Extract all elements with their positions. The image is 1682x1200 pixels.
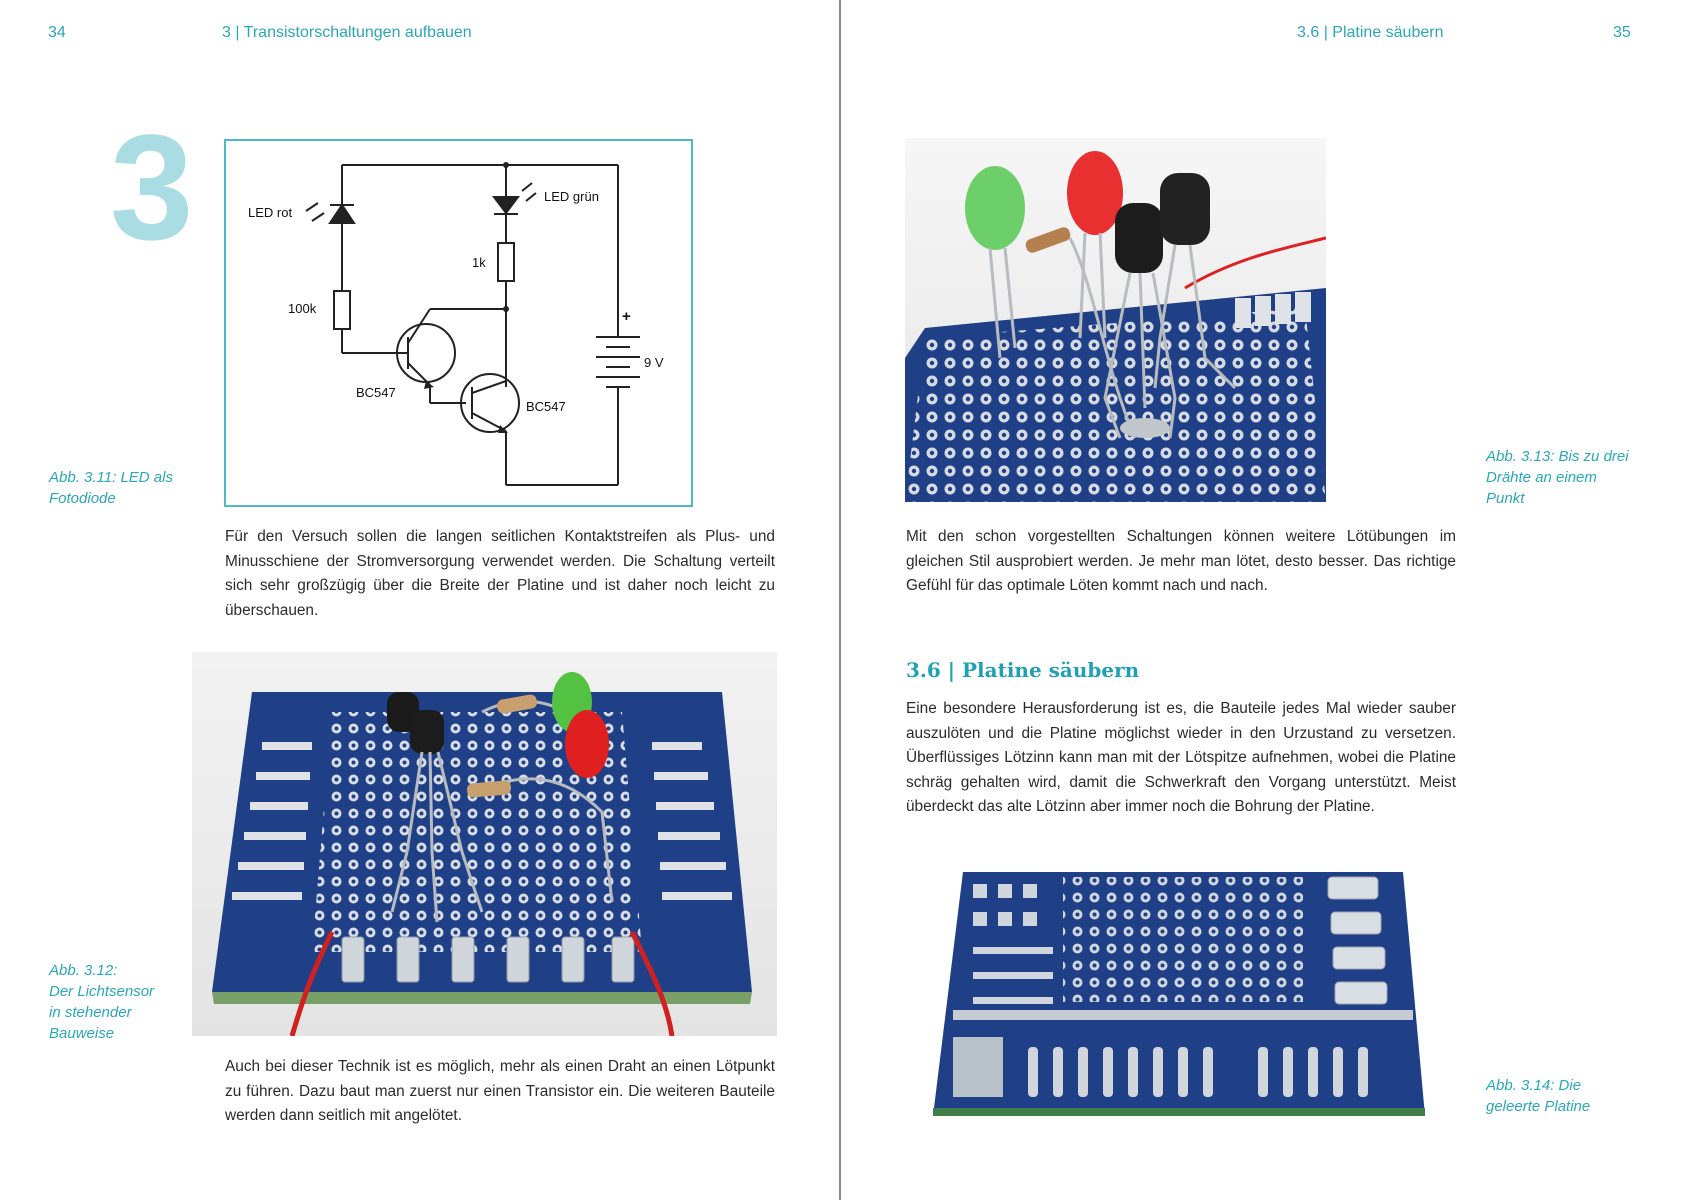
paragraph-right-2: Eine besondere Herausforderung ist es, d…	[906, 700, 1456, 815]
label-led-red: LED rot	[248, 205, 292, 220]
label-battery-plus: +	[622, 308, 631, 325]
paragraph-left-2: Auch bei dieser Technik ist es möglich, …	[225, 1058, 775, 1124]
chapter-number: 3	[110, 103, 194, 271]
pcb-photo-2	[905, 151, 1326, 502]
circuit-schematic: LED rot LED grün 1k 100k BC547 BC547 + 9…	[248, 162, 664, 486]
caption-fig-3-13: Abb. 3.13: Bis zu drei Drähte an einem P…	[1486, 448, 1629, 507]
paragraph-right-1: Mit den schon vorgestellten Schaltungen …	[906, 528, 1456, 594]
caption-fig-3-14: Abb. 3.14: Die geleerte Platine	[1486, 1077, 1591, 1115]
page-number-right: 35	[1613, 24, 1631, 41]
pcb-photo-3	[933, 872, 1425, 1116]
running-header-left: 3 | Transistorschaltungen aufbauen	[222, 24, 472, 41]
left-page: 34 3 | Transistorschaltungen aufbauen 3	[0, 0, 840, 1200]
caption-fig-3-12: Abb. 3.12: Der Lichtsensor in stehender …	[49, 962, 155, 1042]
figure-schematic: LED rot LED grün 1k 100k BC547 BC547 + 9…	[224, 139, 693, 507]
caption-fig-3-11: Abb. 3.11: LED als Fotodiode	[49, 469, 173, 507]
label-battery-voltage: 9 V	[644, 355, 664, 370]
label-transistor-2: BC547	[526, 399, 566, 414]
figure-photo-three-wires	[905, 138, 1326, 502]
paragraph-left-1: Für den Versuch sollen die langen seitli…	[225, 528, 775, 619]
label-led-green: LED grün	[544, 189, 599, 204]
book-spine	[839, 0, 841, 1200]
pcb-photo-1	[212, 672, 752, 1036]
section-heading: 3.6 | Platine säubern	[906, 658, 1140, 682]
running-header-right: 3.6 | Platine säubern	[1297, 24, 1444, 41]
page-number-left: 34	[48, 24, 66, 41]
label-resistor-1k: 1k	[472, 255, 486, 270]
label-resistor-100k: 100k	[288, 301, 317, 316]
figure-photo-cleaned-board	[933, 872, 1425, 1116]
right-page: 3.6 | Platine säubern 35	[841, 0, 1682, 1200]
figure-photo-light-sensor	[192, 652, 777, 1036]
label-transistor-1: BC547	[356, 385, 396, 400]
